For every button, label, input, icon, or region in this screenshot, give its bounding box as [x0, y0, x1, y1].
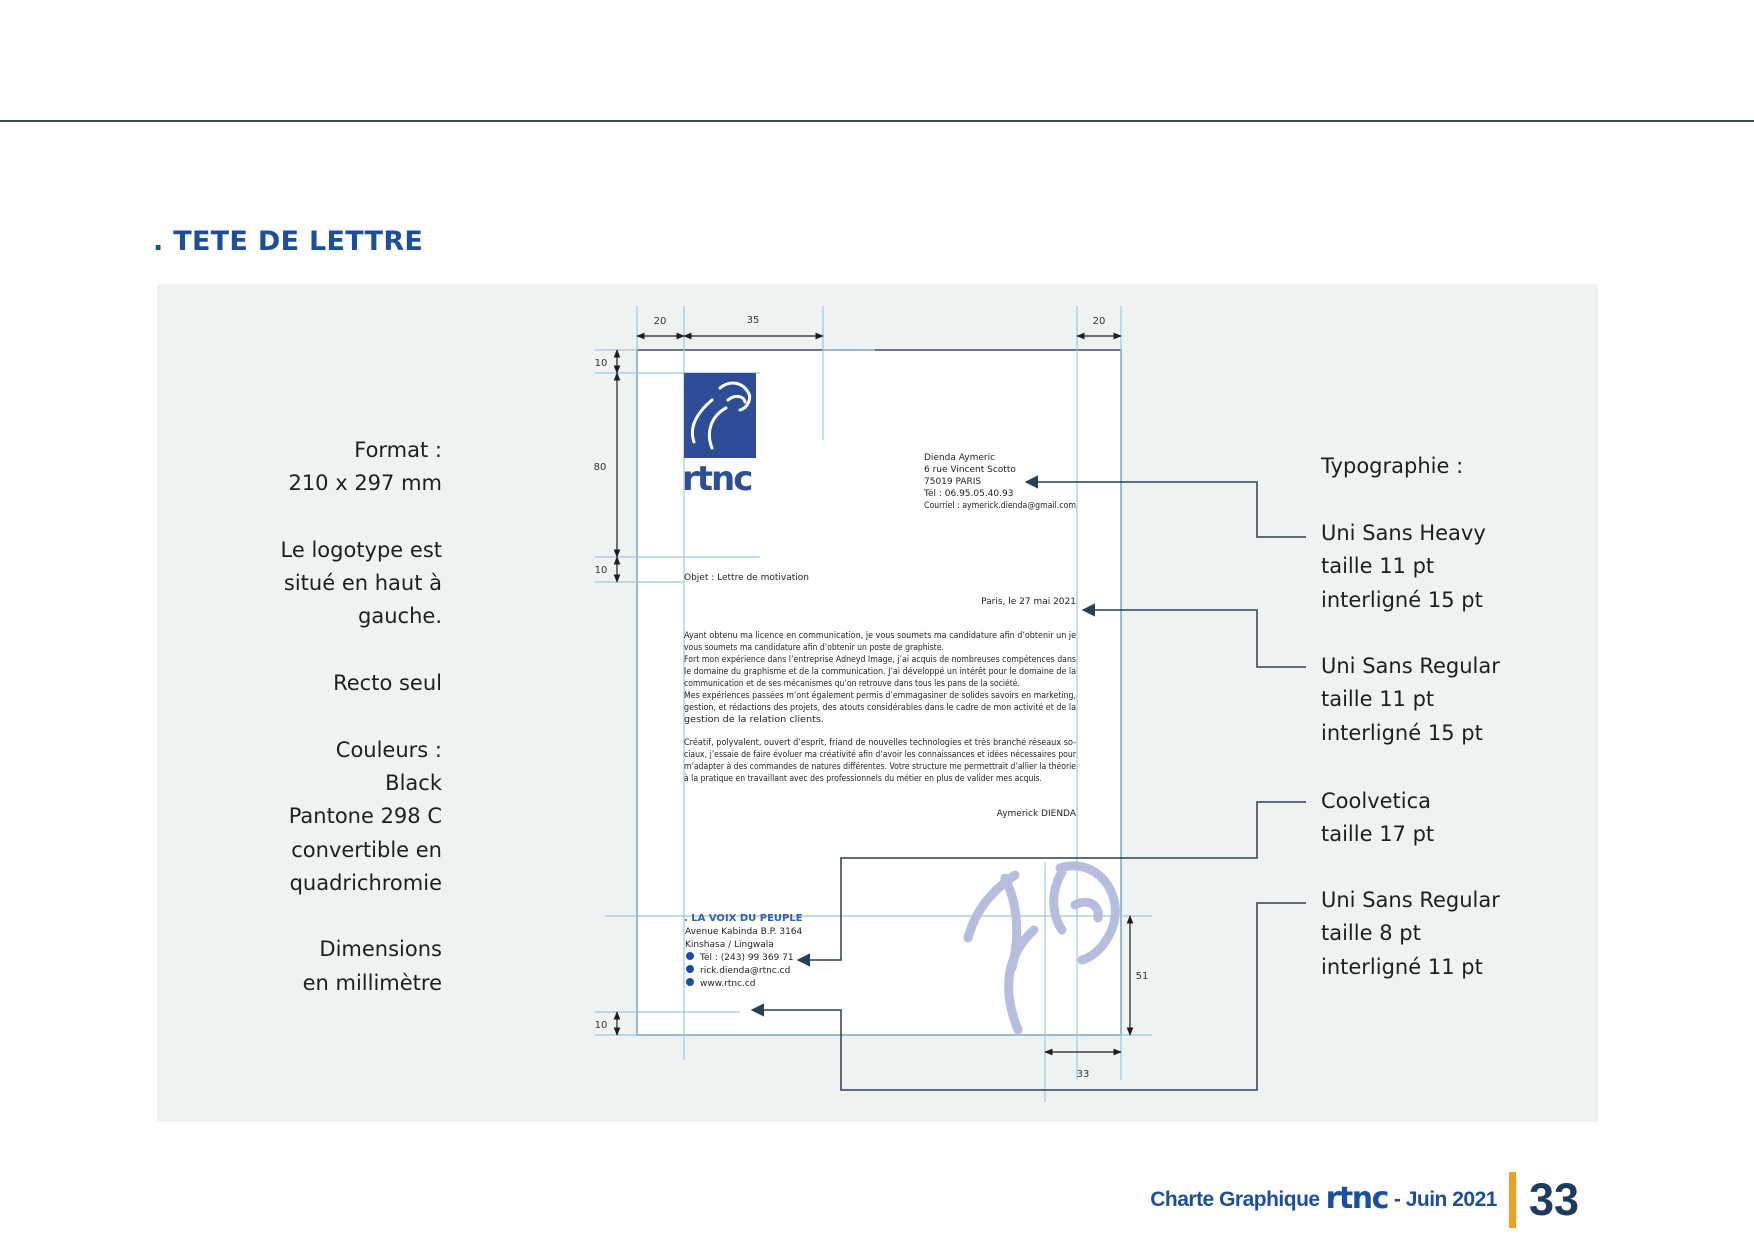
typo-font: Coolvetica — [1321, 789, 1432, 813]
dim-logo-width: 35 — [747, 315, 760, 326]
format-label: Format : — [354, 438, 442, 462]
typo-size: taille 11 pt — [1321, 687, 1435, 712]
connector-body — [1081, 603, 1306, 668]
letter-page — [636, 349, 1122, 1036]
dim-top-margin: 10 — [595, 358, 608, 369]
body-line: gestion de la relation clients. — [684, 715, 824, 725]
body-line: vous soumets ma candidature afin d’obten… — [684, 643, 944, 653]
body-line: gestion, et rédactions des projets, des … — [684, 702, 1076, 713]
typo-size: taille 11 pt — [1321, 554, 1435, 579]
letter-date: Paris, le 27 mai 2021 — [981, 597, 1076, 607]
typo-size: taille 8 pt — [1321, 921, 1421, 946]
color-conversion-line: quadrichromie — [289, 870, 442, 895]
sender-line: Courriel : aymerick.dienda@gmail.com — [924, 501, 1076, 511]
body-line: Fort mon expérience dans l’entreprise Ad… — [684, 654, 1077, 665]
colors-label: Couleurs : — [335, 737, 442, 762]
logo-note-line: situé en haut à — [283, 571, 442, 596]
footer-rtnc-logo: rtnc — [1325, 1180, 1390, 1216]
left-notes: Format : 210 x 297 mm Le logotype est si… — [162, 434, 442, 1000]
typo-leading: interligné 11 pt — [1321, 954, 1483, 979]
typography-group-footer-title: Coolvetica taille 17 pt — [1321, 785, 1434, 852]
body-line: à la pratique en travaillant avec des pr… — [684, 773, 1042, 784]
connector-footer-title — [796, 801, 1306, 967]
dim-watermark-height: 51 — [1136, 971, 1149, 982]
typography-group-footer-text: Uni Sans Regular taille 8 pt interligné … — [1321, 884, 1500, 984]
format-value: 210 x 297 mm — [288, 471, 442, 496]
footer-date: - Juin 2021 — [1393, 1188, 1498, 1211]
logo-note-line: gauche. — [358, 604, 442, 629]
section-title: . TETE DE LETTRE — [153, 226, 424, 257]
body-line: Créatif, polyvalent, ouvert d’esprit, fr… — [684, 737, 1076, 748]
rtnc-logo-text: rtnc — [682, 459, 751, 499]
body-line: m’adapter à des commandes de natures dif… — [684, 761, 1076, 772]
typography-label: Typographie : — [1321, 454, 1464, 478]
guide-lines — [595, 306, 1152, 1102]
connector-heading — [1024, 475, 1306, 538]
sender-line: Tél : 06.95.05.40.93 — [923, 488, 1013, 499]
dimensions-note: en millimètre — [302, 970, 442, 995]
typo-leading: interligné 15 pt — [1321, 587, 1483, 612]
letter-footer-address: Avenue Kabinda B.P. 3164 — [685, 927, 803, 937]
color-conversion-line: convertible en — [291, 837, 442, 862]
letter-subject: Objet : Lettre de motivation — [684, 573, 809, 583]
letter-footer-address: Kinshasa / Lingwala — [685, 940, 774, 950]
rtnc-logo: rtnc — [682, 373, 756, 499]
body-line: communication et de ses mécanismes qu’on… — [684, 678, 1020, 689]
top-rule — [0, 120, 1754, 122]
page-number: 33 — [1528, 1174, 1579, 1225]
sender-line: 6 rue Vincent Scotto — [924, 465, 1016, 475]
dimension-arrows — [613, 332, 1134, 1056]
body-line: ciaux, j’essaie de faire évoluer ma créa… — [684, 749, 1076, 760]
footer-bullets — [686, 952, 694, 986]
footer-text: Charte Graphique — [1150, 1188, 1320, 1211]
dim-logo-height: 80 — [594, 462, 607, 473]
color-black: Black — [385, 770, 442, 795]
recto-note: Recto seul — [333, 671, 442, 696]
typo-font: Uni Sans Regular — [1321, 654, 1500, 678]
body-line: Mes expériences passées m’ont également … — [684, 690, 1076, 701]
page-footer: Charte Graphique rtnc - Juin 2021 33 — [1150, 1172, 1579, 1228]
dim-watermark-width: 33 — [1077, 1069, 1090, 1080]
letter-signature: Aymerick DIENDA — [997, 809, 1077, 819]
dimensions-note: Dimensions — [319, 937, 442, 962]
typography-group-heading: Uni Sans Heavy taille 11 pt interligné 1… — [1321, 517, 1486, 617]
typo-font: Uni Sans Regular — [1321, 888, 1500, 912]
sender-line: 75019 PARIS — [924, 477, 981, 487]
typo-font: Uni Sans Heavy — [1321, 521, 1486, 545]
letter-footer-contact: www.rtnc.cd — [700, 979, 756, 989]
body-line: le domaine du graphisme et de la communi… — [684, 666, 1076, 677]
typo-size: taille 17 pt — [1321, 822, 1435, 847]
dim-logo-gap: 10 — [595, 565, 608, 576]
body-line: Ayant obtenu ma licence en communication… — [684, 631, 1076, 641]
connector-footer-text — [750, 902, 1306, 1091]
sender-line: Dienda Aymeric — [924, 453, 995, 463]
dim-margin-left: 20 — [654, 316, 667, 327]
logo-note-line: Le logotype est — [280, 537, 442, 562]
letter-footer-contact: rick.dienda@rtnc.cd — [700, 966, 790, 976]
letter-footer-contact: Tél : (243) 99 369 71 — [699, 952, 794, 963]
color-pantone: Pantone 298 C — [288, 804, 442, 829]
typo-leading: interligné 15 pt — [1321, 720, 1483, 745]
watermark-logo — [963, 861, 1120, 1035]
dim-margin-right: 20 — [1093, 316, 1106, 327]
typography-group-body: Uni Sans Regular taille 11 pt interligné… — [1321, 650, 1500, 750]
dim-bottom-margin: 10 — [595, 1020, 608, 1031]
letter-footer-title: . LA VOIX DU PEUPLE — [684, 913, 803, 924]
footer-accent-bar — [1508, 1172, 1516, 1228]
annotation-connectors — [750, 475, 1306, 1091]
